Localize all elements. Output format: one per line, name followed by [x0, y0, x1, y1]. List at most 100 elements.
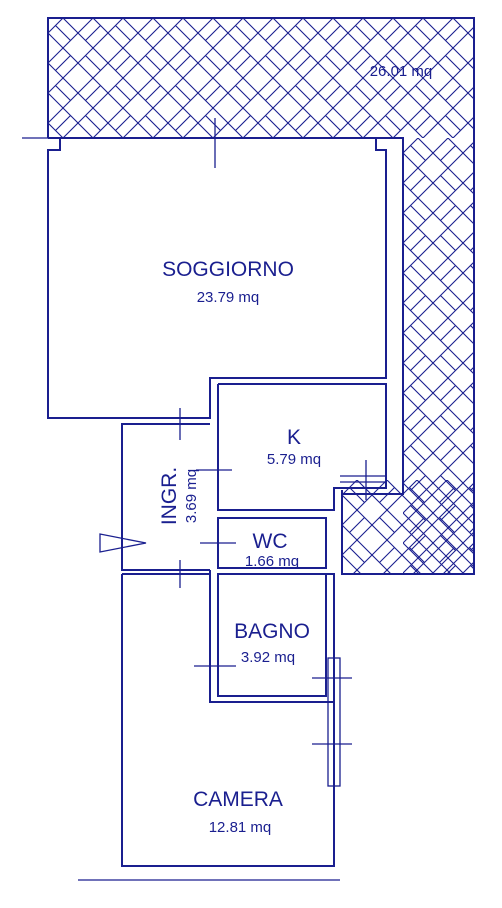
hatch-tile	[462, 441, 474, 465]
hatch-tile	[493, 318, 502, 348]
hatch-tile	[107, 18, 139, 49]
hatch-tile	[493, 258, 502, 288]
hatch-tile	[467, 86, 474, 100]
hatch-tile	[437, 107, 469, 138]
hatch-tile	[432, 317, 464, 349]
hatch-tile	[317, 47, 349, 79]
hatch-tile	[403, 182, 404, 184]
hatch-tile	[462, 471, 474, 495]
window-frame	[327, 657, 341, 787]
entrance-walls	[121, 423, 210, 571]
hatch-tile	[493, 408, 502, 438]
hatch-tile	[377, 18, 409, 49]
terrace-inner-edge	[342, 137, 404, 495]
hatch-tile	[467, 56, 474, 70]
hatch-tile	[287, 47, 319, 79]
living-room-name: SOGGIORNO	[162, 258, 294, 281]
hatch-tile	[403, 272, 404, 274]
hatch-tile	[167, 77, 199, 109]
hatch-tile	[77, 18, 109, 49]
hatch-tile	[492, 510, 502, 540]
hatch-tile	[462, 141, 474, 165]
hatch-tile	[463, 588, 493, 618]
hatch-tile	[373, 588, 403, 618]
hatch-tile	[227, 47, 259, 79]
hatch-tile	[403, 212, 404, 214]
hatch-tile	[407, 107, 439, 138]
kitchen-name: K	[287, 426, 301, 449]
hatch-tile	[433, 588, 463, 618]
hatch-tile	[432, 257, 464, 289]
hatch-tile	[197, 47, 229, 79]
hatch-tile	[197, 107, 229, 138]
hatch-tile	[403, 467, 434, 499]
hatch-tile	[437, 77, 469, 109]
hatch-tile	[257, 77, 289, 109]
hatch-tile	[317, 77, 349, 109]
hatch-tile	[493, 588, 502, 618]
hatch-tile	[462, 201, 474, 225]
hatch-tile	[48, 32, 49, 34]
hatch-tile	[137, 47, 169, 79]
hatch-tile	[437, 18, 469, 49]
hatch-tile	[493, 108, 502, 138]
hatch-tile	[257, 47, 289, 79]
hatch-tile	[467, 116, 474, 130]
hatch-tile	[493, 528, 502, 558]
bathroom-area: 3.92 mq	[241, 649, 295, 666]
hatch-tile	[431, 539, 463, 571]
hatch-tile	[498, 78, 502, 108]
hatch-tile	[432, 600, 462, 630]
hatch-tile	[227, 77, 259, 109]
hatch-tile	[167, 18, 199, 49]
hatch-tile	[332, 18, 334, 19]
hatch-tile	[197, 18, 229, 49]
hatch-tile	[18, 138, 48, 168]
hatch-tile	[493, 348, 502, 378]
hatch-tile	[403, 437, 434, 469]
hatch-tile	[492, 600, 502, 630]
hatch-tile	[48, 92, 49, 94]
hatch-tile	[167, 47, 199, 79]
hatch-tile	[137, 107, 169, 138]
hatch-tile	[462, 531, 474, 555]
terrace-area: 26.01 mq	[370, 63, 433, 80]
kitchen-area: 5.79 mq	[267, 451, 321, 468]
hatch-tile	[403, 407, 434, 439]
hatch-tile	[347, 77, 379, 109]
hatch-tile	[498, 0, 502, 18]
hatch-tile	[403, 197, 434, 229]
hatch-tile	[492, 480, 502, 510]
hatch-tile	[468, 0, 498, 18]
hatch-tile	[372, 600, 402, 630]
hatch-tile	[416, 480, 418, 481]
hatch-tile	[48, 122, 49, 124]
hatch-tile	[403, 302, 404, 304]
hatch-tile	[403, 392, 404, 394]
hatch-tile	[401, 509, 433, 541]
hatch-tile	[48, 77, 79, 109]
hatch-tile	[212, 137, 214, 138]
hatch-tile	[431, 480, 463, 511]
hatch-tile	[152, 137, 154, 138]
hatch-tile	[257, 18, 289, 49]
hatch-tile	[493, 288, 502, 318]
hatch-tile	[403, 138, 434, 169]
hatch-tile	[371, 509, 403, 541]
hatch-tile	[432, 437, 464, 469]
hatch-tile	[347, 107, 379, 138]
hatch-tile	[362, 18, 364, 19]
hatch-tile	[377, 107, 409, 138]
bathroom-name: BAGNO	[234, 620, 310, 643]
hatch-tile	[462, 501, 474, 525]
hatch-tile	[77, 77, 109, 109]
hatch-tile	[242, 18, 244, 19]
hatch-tile	[62, 137, 64, 138]
hatch-tile	[422, 18, 424, 19]
hatch-tile	[92, 18, 94, 19]
hatch-tile	[403, 152, 404, 154]
hatch-tile	[468, 138, 498, 168]
hatch-tile	[287, 18, 319, 49]
hatch-tile	[493, 498, 502, 528]
